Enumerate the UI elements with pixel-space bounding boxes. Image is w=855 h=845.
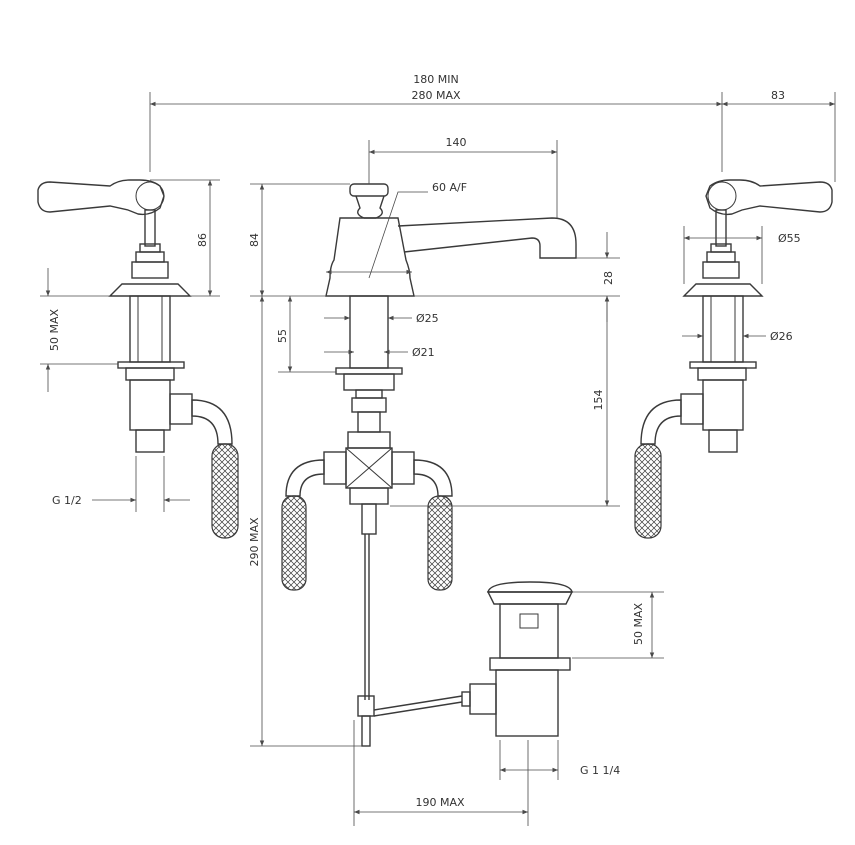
right-handle-hub: [707, 181, 737, 211]
left-braided-hose: [211, 443, 239, 539]
label-thread-half: G 1/2: [52, 494, 82, 507]
tee-top: [347, 431, 391, 449]
right-lever-handle: [705, 179, 833, 216]
left-nut-upper: [135, 251, 165, 263]
left-washer: [117, 361, 185, 369]
right-braided-hose: [634, 443, 662, 539]
left-flange: [108, 283, 192, 297]
label-dia-55: Ø55: [778, 232, 801, 245]
label-spout-outlet: 28: [602, 271, 615, 285]
label-handle-offset: 83: [771, 89, 785, 102]
right-backnut: [697, 367, 747, 381]
left-backnut: [125, 367, 175, 381]
spout-washer: [335, 367, 403, 375]
tee-bottom: [349, 487, 389, 505]
label-dia-25: Ø25: [416, 312, 439, 325]
right-spindle-collar: [710, 243, 732, 253]
spout-nut-a: [351, 397, 387, 413]
label-overall-depth: 290 MAX: [248, 517, 261, 567]
pop-up-waste: [373, 581, 574, 737]
label-handle-height: 86: [196, 233, 209, 247]
waste-lever-housing: [469, 683, 497, 715]
left-spindle: [144, 209, 156, 247]
label-width-max: 280 MAX: [411, 89, 461, 102]
right-elbow: [640, 399, 682, 445]
right-nut-lower: [702, 261, 740, 279]
left-valve: [37, 179, 239, 539]
spout-arm: [397, 217, 577, 259]
spout-top-cap: [349, 183, 389, 197]
right-washer: [689, 361, 757, 369]
spout-knob: [355, 195, 385, 219]
right-valve: [634, 179, 833, 539]
tee-left-nut: [323, 451, 347, 485]
waste-body-upper: [499, 603, 559, 659]
label-lever-reach: 190 MAX: [415, 796, 465, 809]
left-nut-lower: [131, 261, 169, 279]
waste-flange: [486, 591, 574, 605]
label-spout-height: 84: [248, 233, 261, 247]
label-dia-26: Ø26: [770, 330, 793, 343]
label-dia-21: Ø21: [412, 346, 435, 359]
left-body: [129, 379, 171, 431]
left-shank: [129, 295, 171, 363]
spout-right-hose: [427, 495, 453, 591]
pop-up-rod-end: [361, 715, 371, 747]
right-body: [702, 379, 744, 431]
left-handle-hub: [135, 181, 165, 211]
tee-right-nut: [391, 451, 415, 485]
pop-up-clevis: [357, 695, 375, 717]
spout: [281, 183, 577, 747]
right-shank: [702, 295, 744, 363]
left-spindle-collar: [139, 243, 161, 253]
label-depth-154: 154: [592, 390, 605, 411]
waste-body-lower: [495, 669, 559, 737]
dimensions: 180 MIN 280 MAX 83 140 60 A/F 84 86 Ø55: [40, 73, 836, 826]
label-waste-max: 50 MAX: [632, 603, 645, 646]
left-tail: [135, 429, 165, 453]
label-shank-55: 55: [276, 329, 289, 343]
spout-backnut: [343, 373, 395, 391]
label-valve-shank-max: 50 MAX: [48, 309, 61, 352]
right-nut-upper: [706, 251, 736, 263]
spout-body: [325, 217, 415, 297]
spout-left-hose: [281, 495, 307, 591]
label-across-flats: 60 A/F: [432, 181, 467, 194]
spout-shank: [349, 295, 389, 369]
label-waste-thread: G 1 1/4: [580, 764, 620, 777]
waste-slot: [519, 613, 539, 629]
left-connector-nut: [169, 393, 193, 425]
right-flange: [682, 283, 764, 297]
spout-collar: [355, 389, 383, 399]
waste-lever-nut: [461, 691, 471, 707]
right-connector-nut: [680, 393, 704, 425]
pop-up-rod-guide: [361, 503, 377, 535]
waste-backnut: [489, 657, 571, 671]
right-tail: [708, 429, 738, 453]
tee-left-elbow: [285, 459, 325, 497]
label-width-min: 180 MIN: [413, 73, 458, 86]
waste-plug-cap: [487, 581, 573, 593]
tee-right-elbow: [413, 459, 453, 497]
spout-tube: [357, 411, 381, 433]
label-spout-reach: 140: [446, 136, 467, 149]
left-elbow: [191, 399, 233, 445]
right-spindle: [715, 209, 727, 247]
